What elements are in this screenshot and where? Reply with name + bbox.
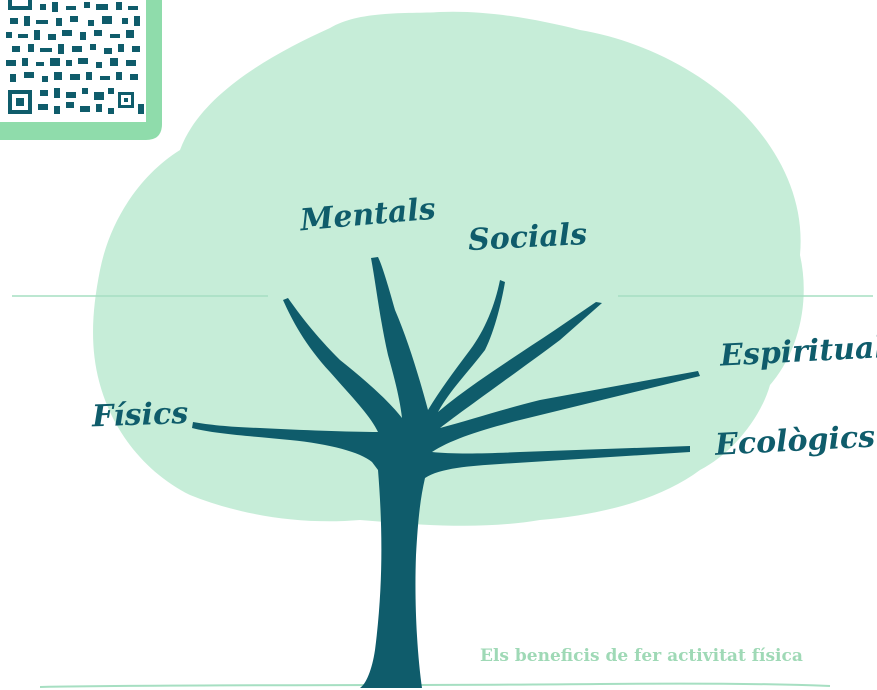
branch-label-fisics: Físics (90, 396, 188, 434)
branch-label-ecologics: Ecològics (713, 420, 876, 463)
tree-canopy (93, 11, 804, 526)
qr-code-icon[interactable] (0, 0, 162, 140)
branch-label-espirituals: Espirituals (718, 329, 877, 374)
branch-label-socials: Socials (467, 217, 588, 258)
diagram-caption: Els beneficis de fer activitat física (480, 646, 803, 666)
ground-line (39, 682, 831, 688)
